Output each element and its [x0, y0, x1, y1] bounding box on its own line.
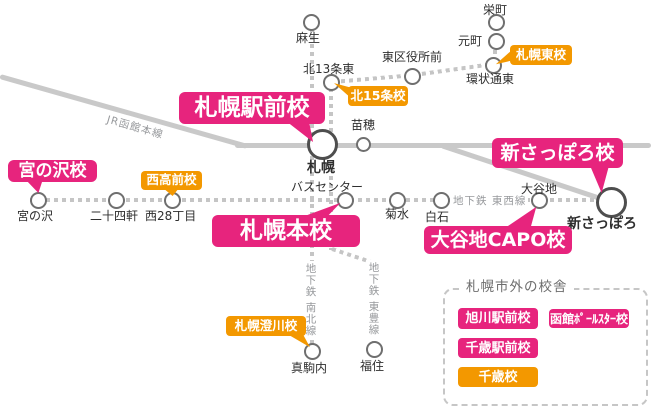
station-label-higashi-kuyakusho-mae: 東区役所前	[382, 50, 443, 64]
station-label-bus-center: バスセンター	[291, 180, 364, 194]
school-label-sapporo-higashi[interactable]: 札幌東校	[510, 45, 572, 65]
station-label-sakaemachi: 栄町	[483, 3, 508, 17]
station-label-motomachi: 元町	[458, 34, 483, 48]
station-label-fukuzumi: 福住	[360, 359, 385, 373]
station-label-makomanai: 真駒内	[291, 361, 328, 375]
station-marker-shin-sapporo	[596, 187, 627, 218]
bubble-tail-sapporo-ekimae-school	[286, 121, 313, 142]
station-label-shiroishi: 白石	[425, 210, 450, 224]
legend-title: 札幌市外の校舎	[460, 280, 574, 295]
school-label-sapporo-hon[interactable]: 札幌本校	[212, 215, 360, 247]
toho-line-label: 地下鉄 東豊線	[367, 260, 380, 338]
station-label-kanjodori-higashi: 環状通東	[466, 72, 515, 86]
station-marker-makomanai	[304, 343, 321, 360]
station-label-naebo: 苗穂	[351, 118, 376, 132]
station-marker-motomachi	[488, 33, 505, 50]
legend-badge-chitose[interactable]: 千歳校	[458, 367, 538, 387]
station-marker-naebo	[356, 137, 371, 152]
station-label-oyachi: 大谷地	[521, 182, 558, 196]
school-label-nishiko-mae[interactable]: 西高前校	[141, 171, 202, 190]
station-marker-kita13jo-higashi	[323, 74, 340, 91]
station-label-nijuyonken: 二十四軒	[90, 209, 139, 223]
station-marker-oyachi	[531, 192, 548, 209]
legend-badge-chitose-ekimae[interactable]: 千歳駅前校	[458, 338, 538, 358]
legend-badge-asahikawa-ekimae[interactable]: 旭川駅前校	[458, 308, 538, 329]
station-marker-higashi-kuyakusho-mae	[404, 68, 421, 85]
school-label-kita15jo[interactable]: 北15条校	[348, 86, 408, 106]
toho-line-seg-central	[329, 88, 333, 250]
legend-badge-hakodate-polestar[interactable]: 函館ﾎﾟｰﾙｽﾀｰ校	[549, 309, 629, 328]
station-marker-shiroishi	[433, 192, 450, 209]
station-label-shin-sapporo: 新さっぽろ	[567, 216, 637, 232]
bubble-tail-nishiko-mae-school	[163, 188, 179, 196]
bubble-tail-oyachi-capo-school	[505, 206, 537, 228]
school-label-oyachi-capo[interactable]: 大谷地CAPO校	[424, 226, 572, 254]
station-marker-fukuzumi	[366, 341, 383, 358]
station-marker-sakaemachi	[488, 14, 505, 31]
tozai-line-label: 地下鉄 東西線	[451, 195, 529, 208]
station-label-nishi28chome: 西28丁目	[145, 209, 197, 223]
station-label-kita13jo-higashi: 北13条東	[303, 62, 355, 76]
station-label-asabu: 麻生	[296, 31, 321, 45]
station-label-miyanosawa: 宮の沢	[17, 209, 54, 223]
station-label-kikusui: 菊水	[385, 207, 410, 221]
station-marker-kanjodori-higashi	[485, 57, 502, 74]
station-marker-bus-center	[337, 192, 354, 209]
school-label-sapporo-ekimae[interactable]: 札幌駅前校	[179, 92, 325, 124]
station-marker-nijuyonken	[108, 192, 125, 209]
school-label-miyanosawa[interactable]: 宮の沢校	[8, 160, 97, 182]
station-marker-sapporo	[307, 129, 338, 160]
station-marker-kikusui	[389, 192, 406, 209]
school-label-shin-sapporo[interactable]: 新さっぽろ校	[492, 138, 623, 168]
namboku-line-label: 地下鉄 南北線	[304, 261, 317, 339]
station-marker-miyanosawa	[30, 192, 47, 209]
school-label-sapporo-sumikawa[interactable]: 札幌澄川校	[226, 316, 306, 336]
station-marker-asabu	[303, 14, 320, 31]
station-label-sapporo: 札幌	[307, 160, 335, 176]
namboku-line	[310, 28, 314, 348]
